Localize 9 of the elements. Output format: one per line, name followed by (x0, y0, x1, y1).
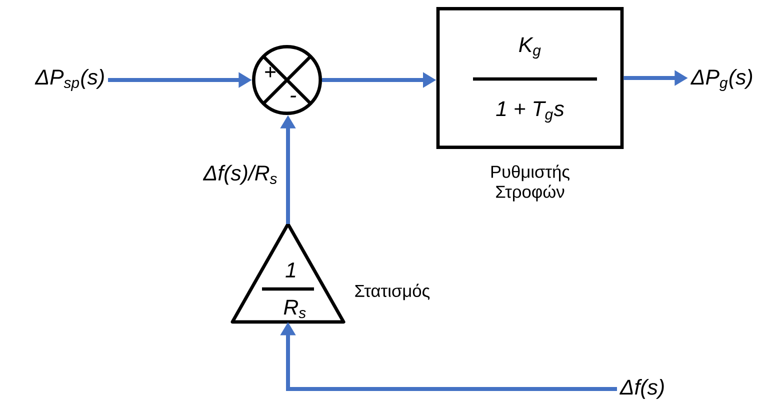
transfer-function-box: K$_{g}$ 1 + T$_{g}$s (436, 7, 624, 149)
summing-junction: + - (252, 45, 322, 115)
signal-label: ΔP$_{g}$(s) (690, 69, 752, 91)
signal-label: ΔP$_{sp}$(s) (34, 69, 104, 91)
edge-label: Δf(s)/R$_{s}$ (202, 164, 277, 185)
signal-label: Δf(s) (620, 379, 664, 399)
block-caption: Στατισμός (355, 284, 430, 300)
block-caption: Ρυθμιστής Στροφών (491, 164, 570, 202)
gain-triangle: 1 R$_{s}$ (230, 222, 346, 324)
